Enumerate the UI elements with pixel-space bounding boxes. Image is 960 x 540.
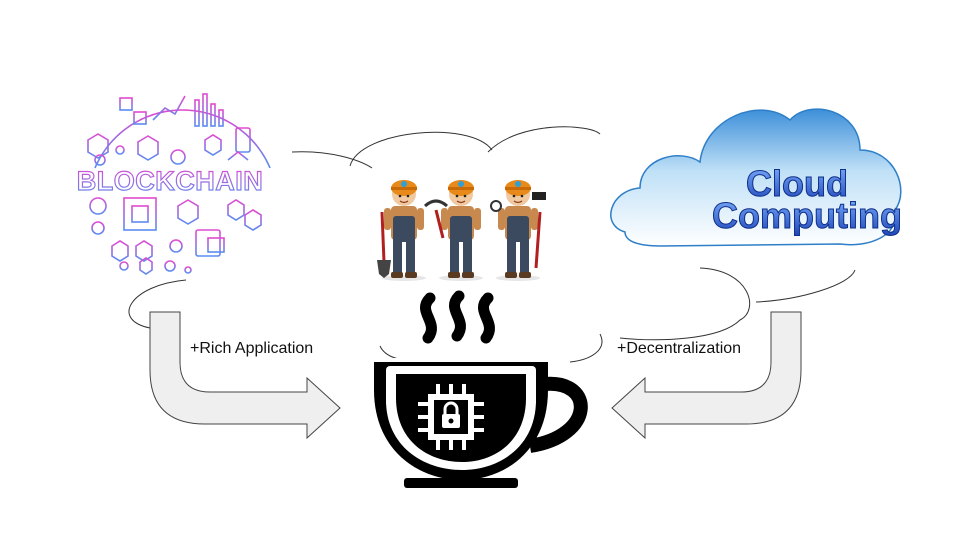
cloud-icon [610, 108, 902, 247]
miner-figure [423, 180, 483, 281]
pickaxe-icon [434, 209, 445, 239]
miners-group [377, 180, 546, 281]
outline-cloud [128, 126, 856, 363]
cloud-line1: Cloud [746, 163, 848, 204]
blockchain-illustration [87, 92, 271, 275]
arrow-label-decentralization: +Decentralization [617, 340, 742, 357]
coffee-cup-with-chip-lock-icon [374, 290, 588, 488]
cloud-computing-illustration: Cloud Computing [610, 108, 902, 247]
arrow-label-rich-application: +Rich Application [190, 340, 314, 357]
shovel-icon [380, 211, 386, 263]
sledgehammer-icon [534, 211, 542, 269]
blockchain-wordmark: BLOCKCHAIN [77, 166, 264, 196]
arrow-right-to-center [611, 311, 802, 440]
cloud-line2: Computing [712, 195, 902, 236]
miner-figure [377, 180, 426, 281]
arrow-left-to-center [149, 311, 341, 440]
miner-figure [490, 180, 546, 281]
